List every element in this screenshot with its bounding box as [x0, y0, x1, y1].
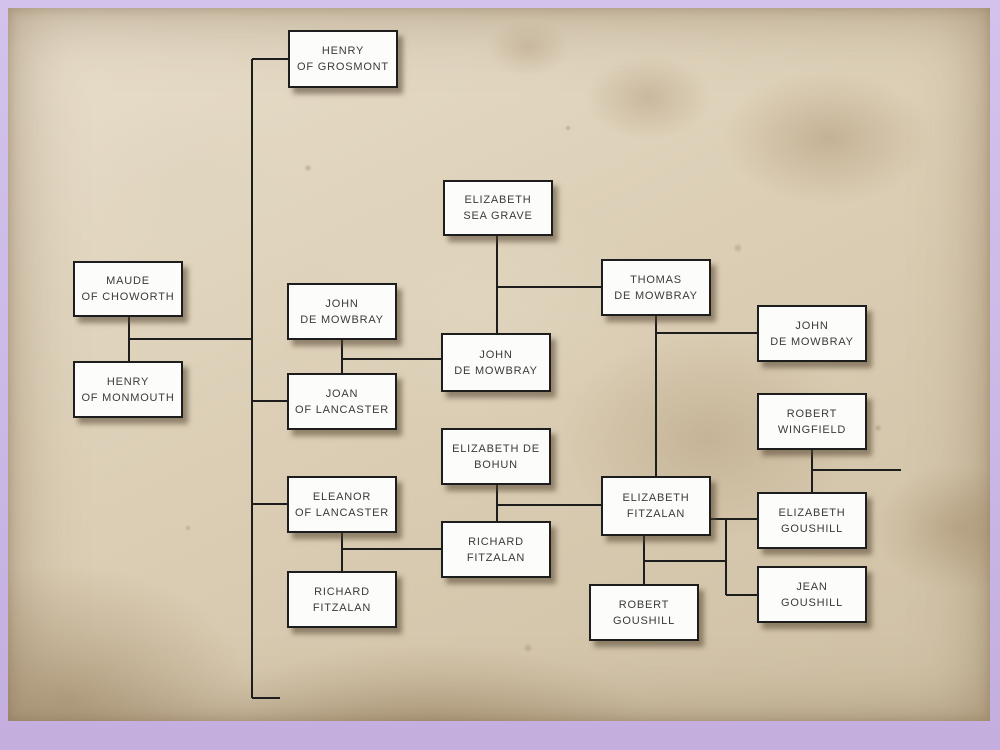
person-name: DE MOWBRAY — [300, 313, 384, 326]
person-box-eleanor-of-lancaster: ELEANOR OF LANCASTER — [287, 476, 397, 533]
person-box-elizabeth-goushill: ELIZABETH GOUSHILL — [757, 492, 867, 549]
person-box-elizabeth-fitzalan: ELIZABETH FITZALAN — [601, 476, 711, 536]
person-name: ELEANOR — [312, 490, 372, 503]
person-name: MAUDE — [106, 275, 150, 287]
person-name: THOMAS — [630, 273, 682, 286]
person-name: ROBERT — [786, 407, 838, 420]
person-name: ELIZABETH DE — [452, 442, 540, 455]
person-name: OF CHOWORTH — [81, 291, 175, 303]
person-name: RICHARD — [468, 535, 524, 548]
connector-line-vertical — [655, 316, 657, 476]
person-box-jean-goushill: JEAN GOUSHILL — [757, 566, 867, 623]
person-name: FITZALAN — [312, 601, 372, 614]
person-name: JOAN — [325, 387, 359, 400]
connector-line-horizontal — [129, 338, 252, 340]
person-box-john-de-mowbray-middle: JOHN DE MOWBRAY — [441, 333, 551, 392]
person-box-henry-of-monmouth: HENRY OF MONMOUTH — [73, 361, 183, 418]
connector-line-horizontal — [342, 548, 441, 550]
parchment-background: HENRY OF GROSMONT ELIZABETH SEA GRAVE MAUDE O… — [8, 8, 990, 721]
person-name: OF LANCASTER — [295, 506, 389, 519]
person-name: OF LANCASTER — [295, 403, 389, 416]
connector-line-horizontal — [497, 286, 601, 288]
connector-line-horizontal — [644, 560, 726, 562]
person-name: RICHARD — [314, 585, 370, 598]
person-name: DE MOWBRAY — [770, 335, 854, 348]
person-name: ROBERT — [618, 598, 670, 611]
person-name: HENRY — [106, 375, 150, 388]
connector-line-vertical — [341, 533, 343, 571]
person-name: ELIZABETH — [778, 506, 846, 519]
person-box-thomas-de-mowbray: THOMAS DE MOWBRAY — [601, 259, 711, 316]
person-name: JOHN — [325, 297, 359, 310]
connector-line-horizontal — [342, 358, 441, 360]
person-name: OF MONMOUTH — [81, 391, 175, 404]
person-name: GOUSHILL — [612, 614, 676, 627]
person-name: GOUSHILL — [780, 596, 844, 609]
connector-line-horizontal — [252, 697, 280, 699]
connector-line-horizontal — [726, 594, 757, 596]
connector-line-horizontal — [252, 58, 288, 60]
person-box-richard-fitzalan-elder: RICHARD FITZALAN — [287, 571, 397, 628]
connector-line-vertical — [496, 485, 498, 521]
connector-line-horizontal — [252, 400, 287, 402]
person-name: ELIZABETH — [622, 492, 690, 504]
person-name: BOHUN — [474, 458, 518, 471]
person-box-elizabeth-sea-grave: ELIZABETH SEA GRAVE — [443, 180, 553, 236]
person-name: OF GROSMONT — [297, 61, 389, 73]
connector-line-horizontal — [497, 504, 601, 506]
connector-line-vertical — [725, 519, 727, 595]
person-name: DE MOWBRAY — [454, 364, 538, 377]
person-box-joan-of-lancaster: JOAN OF LANCASTER — [287, 373, 397, 430]
person-name: ELIZABETH — [464, 194, 532, 206]
person-name: DE MOWBRAY — [614, 289, 698, 302]
person-box-robert-goushill: ROBERT GOUSHILL — [589, 584, 699, 641]
person-name: SEA GRAVE — [463, 210, 533, 222]
family-tree-diagram: HENRY OF GROSMONT ELIZABETH SEA GRAVE MAUDE O… — [8, 8, 990, 721]
person-name: GOUSHILL — [780, 522, 844, 535]
person-name: FITZALAN — [466, 551, 526, 564]
person-box-john-de-mowbray-elder: JOHN DE MOWBRAY — [287, 283, 397, 340]
person-box-maude-of-choworth: MAUDE OF CHOWORTH — [73, 261, 183, 317]
person-name: JEAN — [796, 580, 828, 593]
person-box-henry-of-grosmont: HENRY OF GROSMONT — [288, 30, 398, 88]
person-box-robert-wingfield: ROBERT WINGFIELD — [757, 393, 867, 450]
connector-line-horizontal — [812, 469, 901, 471]
connector-line-vertical — [496, 236, 498, 333]
connector-line-horizontal — [711, 518, 757, 520]
person-name: HENRY — [321, 45, 365, 57]
connector-line-vertical — [341, 340, 343, 373]
connector-line-horizontal — [252, 503, 287, 505]
person-box-richard-fitzalan-younger: RICHARD FITZALAN — [441, 521, 551, 578]
person-box-elizabeth-de-bohun: ELIZABETH DE BOHUN — [441, 428, 551, 485]
person-box-john-de-mowbray-younger: JOHN DE MOWBRAY — [757, 305, 867, 362]
connector-line-vertical — [811, 450, 813, 492]
connector-line-vertical — [251, 59, 253, 698]
connector-line-horizontal — [656, 332, 757, 334]
person-name: FITZALAN — [626, 508, 686, 520]
person-name: JOHN — [795, 319, 829, 332]
person-name: JOHN — [479, 348, 513, 361]
person-name: WINGFIELD — [777, 423, 847, 436]
